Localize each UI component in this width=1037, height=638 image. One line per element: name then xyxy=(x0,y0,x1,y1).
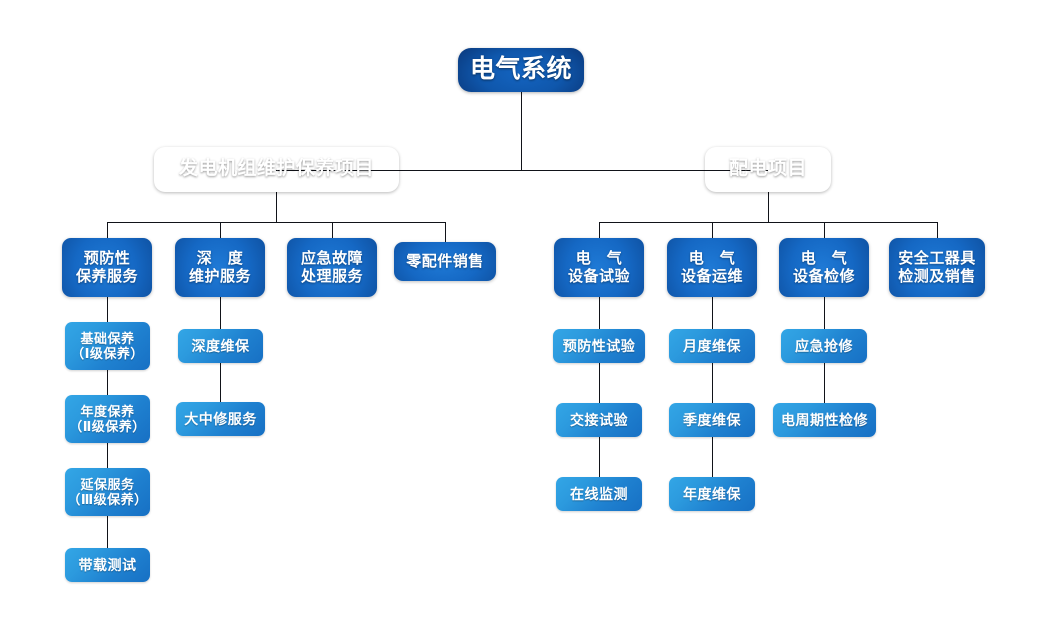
node-extended-warranty-level3[interactable]: 延保服务 （Ⅲ级保养） xyxy=(65,468,150,516)
connector-dist-drop-test xyxy=(599,222,600,238)
node-label: 年度维保 xyxy=(683,485,741,502)
connector-ops-1 xyxy=(712,297,713,329)
connector-repair-2 xyxy=(824,363,825,403)
connector-prev-4 xyxy=(107,516,108,548)
connector-repair-1 xyxy=(824,297,825,329)
connector-ops-3 xyxy=(712,437,713,477)
connector-deep-1 xyxy=(220,297,221,329)
node-label: 在线监测 xyxy=(570,485,628,502)
node-preventive-test[interactable]: 预防性试验 xyxy=(553,329,645,363)
node-basic-maintenance-level1[interactable]: 基础保养 （Ⅰ级保养） xyxy=(65,322,150,370)
node-electrical-equipment-operation[interactable]: 电 气 设备运维 xyxy=(667,238,757,297)
node-label: 带载测试 xyxy=(78,556,137,573)
node-label: 预防性 保养服务 xyxy=(75,249,138,285)
node-label: 电周期性检修 xyxy=(781,411,868,428)
node-major-overhaul-service[interactable]: 大中修服务 xyxy=(176,402,265,436)
node-emergency-fault-handling-service[interactable]: 应急故障 处理服务 xyxy=(287,238,377,297)
node-quarterly-maintenance[interactable]: 季度维保 xyxy=(669,403,755,437)
node-label: 交接试验 xyxy=(570,411,628,428)
connector-prev-2 xyxy=(107,370,108,395)
connector-prev-3 xyxy=(107,443,108,468)
node-root-electrical-system[interactable]: 电气系统 xyxy=(458,48,584,92)
connector-test-3 xyxy=(599,437,600,477)
node-monthly-maintenance[interactable]: 月度维保 xyxy=(669,329,755,363)
node-emergency-repair[interactable]: 应急抢修 xyxy=(781,329,867,363)
connector-dist-drop-repair xyxy=(824,222,825,238)
connector-test-1 xyxy=(599,297,600,329)
node-spare-parts-sales[interactable]: 零配件销售 xyxy=(394,242,496,281)
node-annual-maintenance[interactable]: 年度维保 xyxy=(669,477,755,511)
node-label: 电气系统 xyxy=(469,55,572,84)
node-label: 深度维保 xyxy=(191,337,250,354)
node-periodic-inspection[interactable]: 电周期性检修 xyxy=(773,403,876,437)
node-annual-maintenance-level2[interactable]: 年度保养 （Ⅱ级保养） xyxy=(65,395,150,443)
node-label: 年度保养 （Ⅱ级保养） xyxy=(69,403,146,434)
connector-prev-1 xyxy=(107,297,108,322)
connector-dist-drop-ops xyxy=(712,222,713,238)
connector-gen-drop-deep xyxy=(220,222,221,238)
node-label: 预防性试验 xyxy=(562,337,636,354)
connector-gen-stem xyxy=(276,192,277,222)
node-online-monitoring[interactable]: 在线监测 xyxy=(556,477,642,511)
node-safety-tools-inspection-sales[interactable]: 安全工器具 检测及销售 xyxy=(889,238,985,297)
node-label: 发电机组维护保养项目 xyxy=(178,158,374,180)
node-label: 月度维保 xyxy=(683,337,741,354)
connector-gen-drop-parts xyxy=(445,222,446,242)
node-label: 基础保养 （Ⅰ级保养） xyxy=(71,330,144,361)
connector-test-2 xyxy=(599,363,600,403)
connector-gen-drop-emer xyxy=(332,222,333,238)
connector-dist-stem xyxy=(768,192,769,222)
connector-gen-bus xyxy=(107,222,445,223)
node-label: 配电项目 xyxy=(728,158,807,180)
node-electrical-equipment-testing[interactable]: 电 气 设备试验 xyxy=(554,238,644,297)
node-label: 应急抢修 xyxy=(795,337,853,354)
node-label: 零配件销售 xyxy=(406,252,484,270)
node-preventive-maintenance-service[interactable]: 预防性 保养服务 xyxy=(62,238,152,297)
node-label: 电 气 设备运维 xyxy=(680,249,743,285)
connector-dist-drop-safety xyxy=(937,222,938,238)
node-label: 大中修服务 xyxy=(184,410,257,427)
connector-root-stem xyxy=(521,92,522,170)
node-load-test[interactable]: 带载测试 xyxy=(65,548,150,582)
node-generator-maintenance-project[interactable]: 发电机组维护保养项目 xyxy=(154,147,399,192)
node-power-distribution-project[interactable]: 配电项目 xyxy=(705,147,831,192)
node-deep-maintenance[interactable]: 深度维保 xyxy=(178,329,263,363)
node-label: 电 气 设备试验 xyxy=(567,249,630,285)
node-label: 电 气 设备检修 xyxy=(792,249,855,285)
connector-dist-bus xyxy=(599,222,937,223)
connector-ops-2 xyxy=(712,363,713,403)
node-label: 季度维保 xyxy=(683,411,741,428)
node-label: 深 度 维护服务 xyxy=(188,249,251,285)
connector-level2-bar xyxy=(276,170,768,171)
node-handover-test[interactable]: 交接试验 xyxy=(556,403,642,437)
node-label: 安全工器具 检测及销售 xyxy=(898,249,976,285)
node-electrical-equipment-repair[interactable]: 电 气 设备检修 xyxy=(779,238,869,297)
connector-deep-2 xyxy=(220,363,221,402)
node-label: 延保服务 （Ⅲ级保养） xyxy=(67,476,148,507)
node-label: 应急故障 处理服务 xyxy=(300,249,363,285)
connector-gen-drop-prev xyxy=(107,222,108,238)
node-deep-maintenance-service[interactable]: 深 度 维护服务 xyxy=(175,238,265,297)
